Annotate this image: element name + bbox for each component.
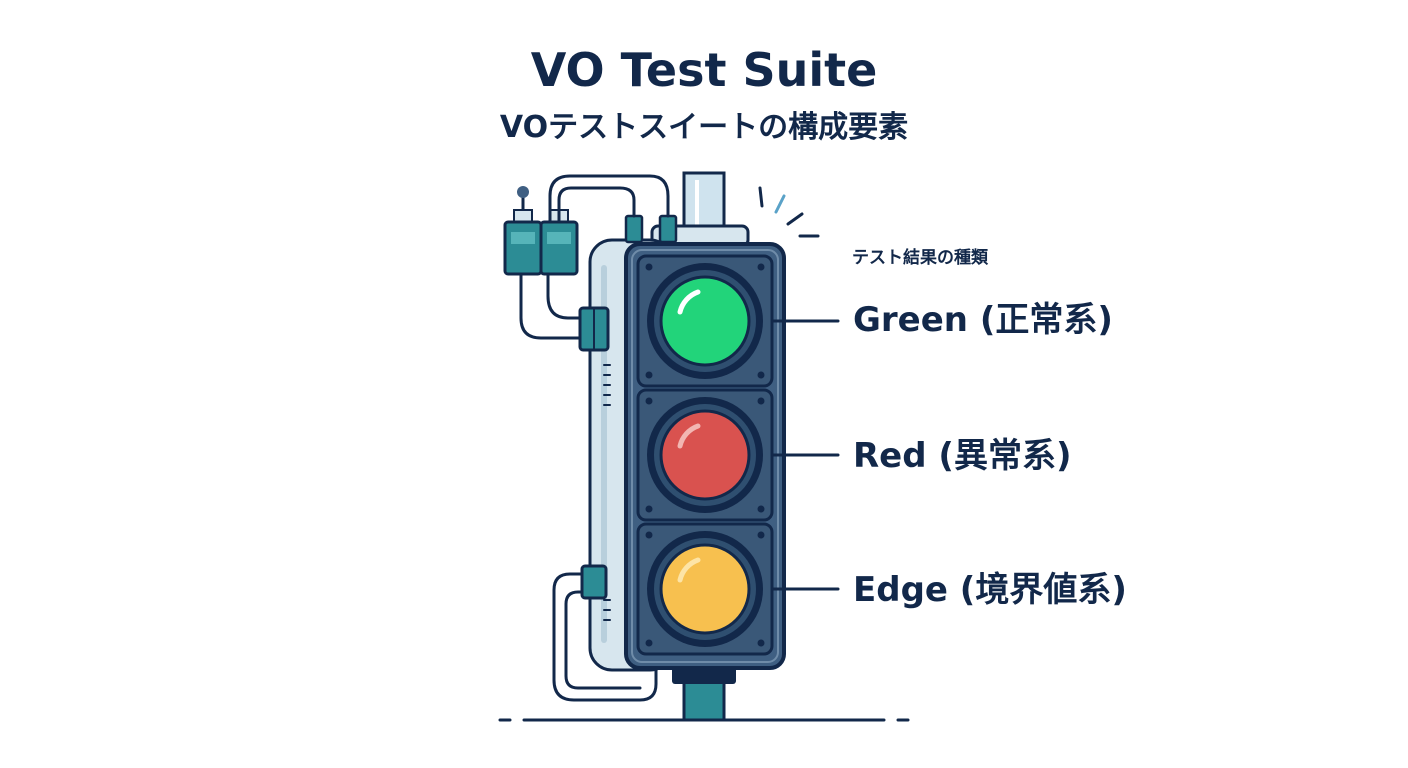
green-lamp [647, 263, 763, 379]
top-connector-right [658, 214, 678, 244]
bottom-pole [682, 680, 726, 722]
red-result-label: Red (異常系) [853, 436, 1072, 476]
leader-lines [770, 319, 840, 591]
junction-box [503, 186, 579, 276]
yellow-lamp [647, 531, 763, 647]
legend-heading: テスト結果の種類 [852, 248, 988, 268]
pole-base-cap [672, 666, 736, 684]
page-subtitle: VOテストスイートの構成要素 [499, 110, 909, 145]
top-connector-left [624, 214, 644, 244]
red-lamp [647, 397, 763, 513]
top-pole [682, 171, 726, 235]
sparkle-marks [758, 186, 820, 238]
green-result-label: Green (正常系) [853, 300, 1113, 340]
cables [519, 174, 670, 702]
housing-screws [645, 263, 765, 647]
edge-result-label: Edge (境界値系) [853, 570, 1127, 610]
lower-side-connector [580, 564, 608, 600]
page-title: VO Test Suite [530, 43, 878, 97]
